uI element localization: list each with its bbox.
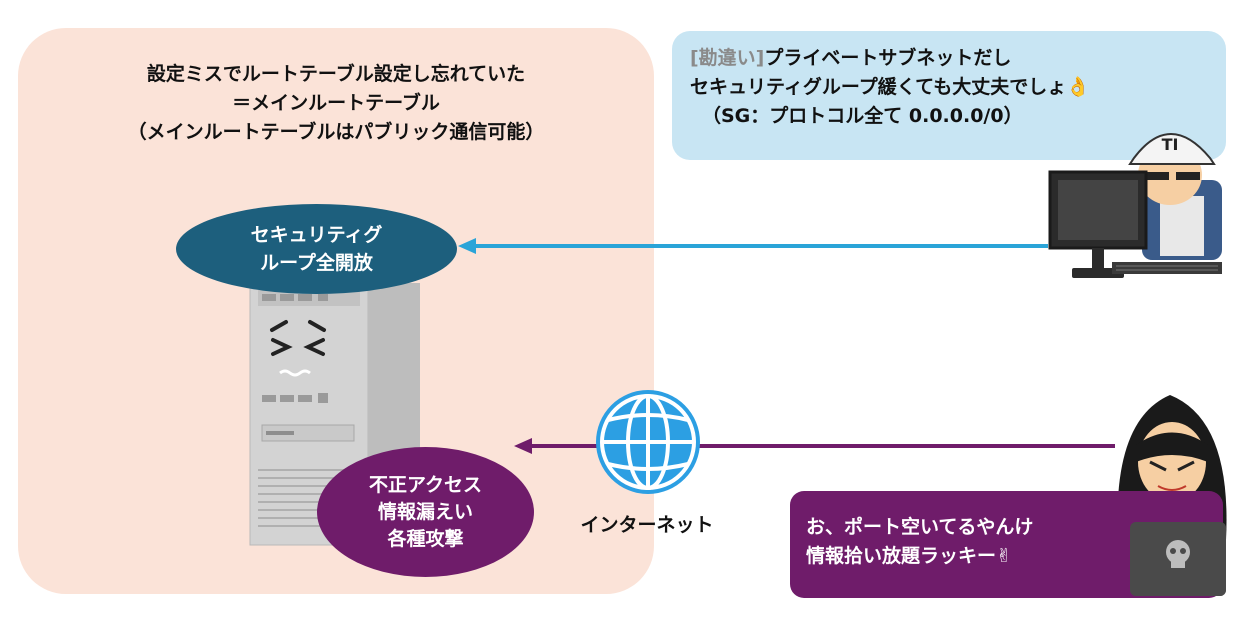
engineer-speech-line-1: プライベートサブネットだし xyxy=(764,47,1012,69)
attack-line-1: 不正アクセス xyxy=(368,473,483,496)
hacker-speech-text: お、ポート空いてるやんけ 情報拾い放題ラッキー✌ xyxy=(806,513,1206,571)
misconfig-line-1: 設定ミスでルートテーブル設定し忘れていた xyxy=(146,63,526,85)
misconfig-description: 設定ミスでルートテーブル設定し忘れていた ＝メインルートテーブル （メインルート… xyxy=(18,60,654,147)
ok-hand-icon: 👌 xyxy=(1066,76,1090,98)
engineer-speech-line-3: （SG：プロトコル全て 0.0.0.0/0） xyxy=(702,105,1023,127)
engineer-speech-text: [勘違い]プライベートサブネットだし セキュリティグループ緩くても大丈夫でしょ👌… xyxy=(690,44,1210,131)
engineer-speech-line-2: セキュリティグループ緩くても大丈夫でしょ xyxy=(690,76,1067,98)
engineer-speech-bubble xyxy=(672,31,1226,160)
config-arrow xyxy=(458,238,1048,254)
helmet-label: TI xyxy=(1162,135,1179,154)
misunderstanding-tag: [勘違い] xyxy=(690,47,765,69)
sg-line-2: ループ全開放 xyxy=(260,252,373,274)
attack-line-2: 情報漏えい xyxy=(377,500,473,523)
globe-icon xyxy=(596,390,700,494)
hacker-speech-line-1: お、ポート空いてるやんけ xyxy=(806,516,1034,538)
engineer-icon: TI xyxy=(1048,133,1222,278)
sg-line-1: セキュリティグ xyxy=(250,224,383,246)
attack-ellipse: 不正アクセス 情報漏えい 各種攻撃 xyxy=(317,447,534,577)
misconfig-line-3: （メインルートテーブルはパブリック通信可能） xyxy=(127,121,545,143)
hacker-speech-line-2: 情報拾い放題ラッキー xyxy=(806,545,997,567)
internet-label: インターネット xyxy=(580,514,714,536)
security-group-ellipse: セキュリティグ ループ全開放 xyxy=(176,204,457,294)
attack-line-3: 各種攻撃 xyxy=(387,527,464,550)
misconfig-line-2: ＝メインルートテーブル xyxy=(232,92,440,114)
victory-hand-icon: ✌ xyxy=(996,545,1012,567)
